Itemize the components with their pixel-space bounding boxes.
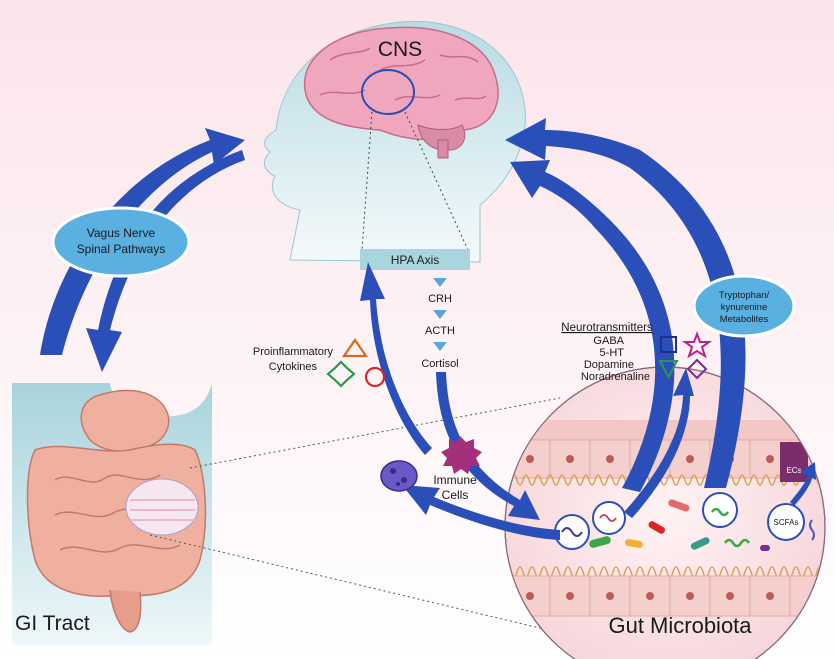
gut-microbiota-circle: ECs: [504, 366, 826, 659]
neurotransmitters-title: Neurotransmitters: [561, 322, 653, 334]
scfas-label: SCFAs: [774, 518, 799, 527]
gi-tract-label: GI Tract: [15, 612, 90, 635]
hypothalamus-highlight-circle: [361, 69, 415, 115]
vagus-efferent-arrow: [86, 150, 245, 372]
star-diamond-icon: [326, 360, 356, 388]
tryptophan-badge: [692, 274, 796, 338]
hpa-axis-label: HPA Axis: [391, 253, 439, 267]
neurotransmitter-dopamine: Dopamine: [584, 359, 634, 371]
circle-icon: [364, 366, 386, 388]
immune-label-line2: Cells: [442, 488, 469, 502]
hpa-leader-right: [404, 111, 469, 251]
neurotransmitter-5ht: 5-HT: [600, 347, 625, 359]
triangle-icon: [341, 338, 369, 358]
metabolites-arrow: [505, 118, 746, 488]
vagus-label-line1: Vagus Nerve: [87, 226, 156, 240]
hpa-down-arrow-2: [433, 310, 447, 319]
vagus-nerve-badge: [51, 206, 191, 278]
proinflammatory-label-line1: Proinflammatory: [253, 346, 334, 358]
gut-leader-bottom: [149, 534, 591, 641]
acth-label: ACTH: [425, 325, 455, 337]
inverted-triangle-icon: [658, 360, 679, 380]
microvilli-top: [505, 474, 824, 486]
cortisol-label: Cortisol: [421, 358, 458, 370]
microvilli-bottom: [505, 566, 824, 578]
intestine-icon: [26, 389, 207, 633]
cytokines-arrow: [360, 262, 432, 455]
hpa-down-arrow-1: [433, 278, 447, 287]
tryptophan-label-line2: kynurenine: [721, 302, 767, 313]
diamond-icon: [686, 358, 708, 380]
star-icon: [681, 331, 713, 359]
enteroendocrine-cell: [780, 442, 808, 482]
cns-label: CNS: [378, 38, 422, 61]
ecs-label: ECs: [786, 466, 801, 475]
hpa-down-arrow-3: [433, 342, 447, 351]
tryptophan-label-line3: Metabolites: [720, 314, 769, 325]
immune-cell-icon: [380, 436, 482, 492]
crh-label: CRH: [428, 293, 452, 305]
vagus-afferent-arrow: [40, 128, 245, 355]
proinflammatory-label-line2: Cytokines: [269, 361, 318, 373]
scfas-arrow: [790, 462, 816, 506]
neurotransmitter-gaba: GABA: [593, 335, 624, 347]
epithelial-cells-bottom: [509, 575, 825, 617]
neurotransmitter-noradrenaline: Noradrenaline: [581, 371, 650, 383]
tryptophan-label-line1: Tryptophan/: [719, 290, 770, 301]
square-icon: [660, 336, 677, 353]
scfas-circle: [767, 503, 805, 541]
brain-icon: [303, 26, 499, 159]
neurotransmitter-release-arrow: [624, 368, 694, 518]
hpa-axis-box: [360, 249, 470, 270]
bacteria-icons: [589, 499, 815, 551]
vagus-label-line2: Spinal Pathways: [77, 242, 166, 256]
immune-arrow: [402, 485, 560, 540]
hpa-leader-left: [361, 111, 373, 251]
immune-label-line1: Immune: [433, 473, 477, 487]
gut-microbiota-label: Gut Microbiota: [608, 613, 752, 638]
